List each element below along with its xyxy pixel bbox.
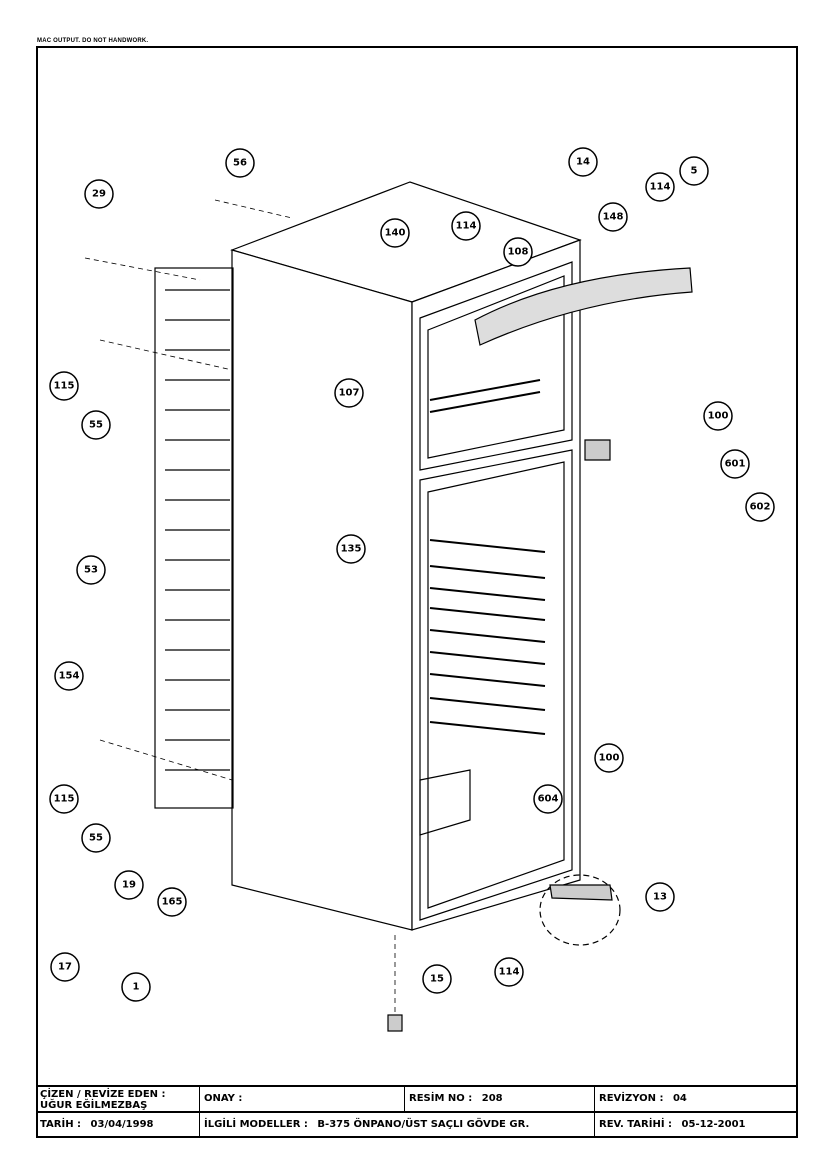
rev-date: 05-12-2001 xyxy=(681,1119,746,1130)
drawing-no-cell: RESİM NO : 208 xyxy=(405,1087,595,1111)
callout-148: 148 xyxy=(598,202,628,232)
svg-text:135: 135 xyxy=(341,544,362,555)
date: 03/04/1998 xyxy=(90,1119,154,1130)
rev-date-cell: REV. TARİHİ : 05-12-2001 xyxy=(595,1113,798,1138)
svg-text:55: 55 xyxy=(89,420,103,431)
approval-label: ONAY : xyxy=(204,1093,243,1104)
callout-108: 108 xyxy=(503,237,533,267)
revision: 04 xyxy=(672,1093,687,1104)
svg-text:1: 1 xyxy=(133,982,140,993)
svg-text:115: 115 xyxy=(54,381,75,392)
drawing-no-label: RESİM NO : xyxy=(409,1093,473,1104)
svg-text:29: 29 xyxy=(92,189,106,200)
svg-text:154: 154 xyxy=(59,671,80,682)
callout-100-top: 100 xyxy=(703,401,733,431)
title-block: ÇİZEN / REVİZE EDEN : UĞUR EĞİLMEZBAŞ ON… xyxy=(36,1085,798,1138)
svg-text:53: 53 xyxy=(84,565,98,576)
callout-602: 602 xyxy=(745,492,775,522)
cabinet-body xyxy=(230,181,582,931)
svg-text:55: 55 xyxy=(89,833,103,844)
revision-cell: REVİZYON : 04 xyxy=(595,1087,798,1111)
callout-17: 17 xyxy=(50,952,80,982)
callout-55-top: 55 xyxy=(81,410,111,440)
svg-text:100: 100 xyxy=(708,411,729,422)
drawing-frame xyxy=(36,46,798,1138)
foot xyxy=(387,1014,403,1032)
callout-15: 15 xyxy=(422,964,452,994)
drawing-no: 208 xyxy=(481,1093,503,1104)
svg-text:114: 114 xyxy=(499,967,520,978)
svg-text:107: 107 xyxy=(339,388,360,399)
svg-text:15: 15 xyxy=(430,974,444,985)
callout-14: 14 xyxy=(568,147,598,177)
models-cell: İLGİLİ MODELLER : B-375 ÖNPANO/ÜST SAÇLI… xyxy=(200,1113,595,1138)
svg-text:115: 115 xyxy=(54,794,75,805)
drawn-by-cell: ÇİZEN / REVİZE EDEN : UĞUR EĞİLMEZBAŞ xyxy=(36,1087,200,1111)
callout-1: 1 xyxy=(121,972,151,1002)
callout-601: 601 xyxy=(720,449,750,479)
callout-115-bottom: 115 xyxy=(49,784,79,814)
svg-text:604: 604 xyxy=(538,794,559,805)
bottom-hinge-detail xyxy=(539,874,621,946)
title-block-mid-rule xyxy=(36,1111,798,1113)
fridge-shelves xyxy=(429,379,546,735)
callout-115-top: 115 xyxy=(49,371,79,401)
revision-label: REVİZYON : xyxy=(599,1093,664,1104)
svg-text:17: 17 xyxy=(58,962,72,973)
callout-5: 5 xyxy=(679,156,709,186)
svg-text:114: 114 xyxy=(650,182,671,193)
drawn-by-name: UĞUR EĞİLMEZBAŞ xyxy=(40,1100,148,1111)
drawn-by-label: ÇİZEN / REVİZE EDEN : xyxy=(40,1089,166,1100)
svg-text:108: 108 xyxy=(508,247,529,258)
header-note: MAC OUTPUT. DO NOT HANDWORK. xyxy=(37,38,149,44)
svg-text:14: 14 xyxy=(576,157,590,168)
date-cell: TARİH : 03/04/1998 xyxy=(36,1113,200,1138)
callout-100-bottom: 100 xyxy=(594,743,624,773)
callout-56: 56 xyxy=(225,148,255,178)
callout-114-bottom: 114 xyxy=(494,957,524,987)
callout-13: 13 xyxy=(645,882,675,912)
svg-text:19: 19 xyxy=(122,880,136,891)
rev-date-label: REV. TARİHİ : xyxy=(599,1119,673,1130)
callout-55-bottom: 55 xyxy=(81,823,111,853)
front-panel xyxy=(474,267,693,346)
callout-29: 29 xyxy=(84,179,114,209)
callout-53: 53 xyxy=(76,555,106,585)
callout-114-top: 114 xyxy=(645,172,675,202)
callout-107: 107 xyxy=(334,378,364,408)
svg-text:148: 148 xyxy=(603,212,624,223)
svg-text:602: 602 xyxy=(750,502,771,513)
svg-text:114: 114 xyxy=(456,221,477,232)
callout-165: 165 xyxy=(157,887,187,917)
models-label: İLGİLİ MODELLER : xyxy=(204,1119,308,1130)
svg-text:13: 13 xyxy=(653,892,667,903)
middle-hinge xyxy=(584,439,611,461)
svg-text:165: 165 xyxy=(162,897,183,908)
title-block-top-rule xyxy=(36,1085,798,1087)
svg-text:5: 5 xyxy=(691,166,698,177)
date-label: TARİH : xyxy=(40,1119,82,1130)
callout-604: 604 xyxy=(533,784,563,814)
callout-135: 135 xyxy=(336,534,366,564)
callout-114-mid: 114 xyxy=(451,211,481,241)
callout-140: 140 xyxy=(380,218,410,248)
callout-19: 19 xyxy=(114,870,144,900)
callout-154: 154 xyxy=(54,661,84,691)
models: B-375 ÖNPANO/ÜST SAÇLI GÖVDE GR. xyxy=(317,1119,530,1130)
callout-labels: 56 29 14 5 114 148 140 114 108 115 55 10… xyxy=(49,147,775,1002)
svg-text:140: 140 xyxy=(385,228,406,239)
condenser xyxy=(154,267,234,809)
approval-cell: ONAY : xyxy=(200,1087,405,1111)
svg-text:601: 601 xyxy=(725,459,746,470)
svg-text:100: 100 xyxy=(599,753,620,764)
svg-text:56: 56 xyxy=(233,158,247,169)
